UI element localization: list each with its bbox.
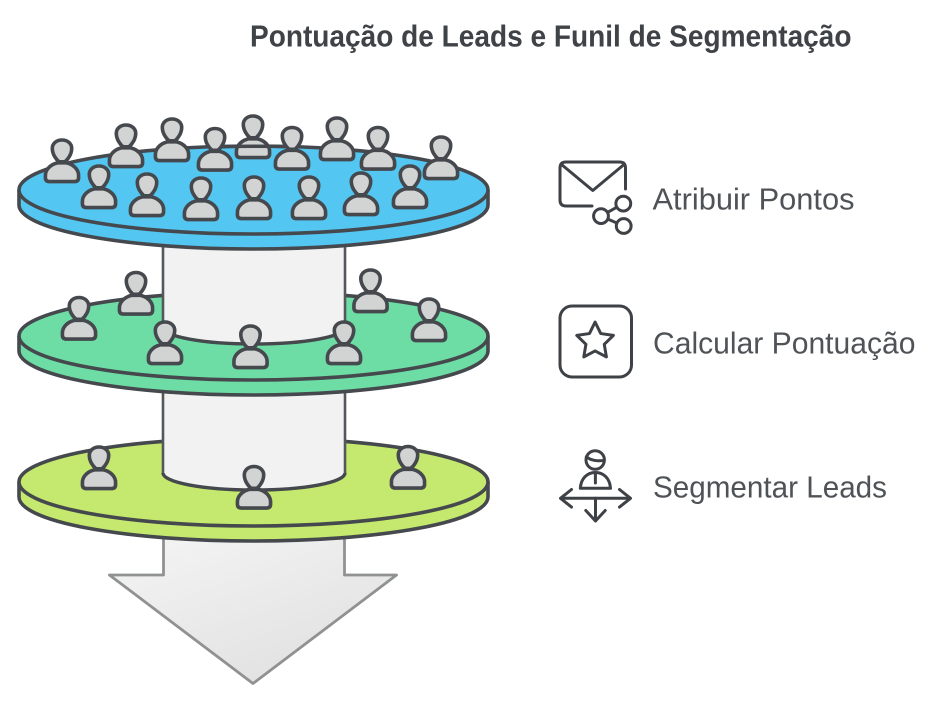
svg-text:Atribuir Pontos: Atribuir Pontos xyxy=(653,182,855,216)
svg-text:Calcular Pontuação: Calcular Pontuação xyxy=(653,326,916,360)
svg-text:Pontuação de Leads e Funil de: Pontuação de Leads e Funil de Segmentaçã… xyxy=(250,19,852,54)
svg-text:Segmentar Leads: Segmentar Leads xyxy=(653,471,887,505)
